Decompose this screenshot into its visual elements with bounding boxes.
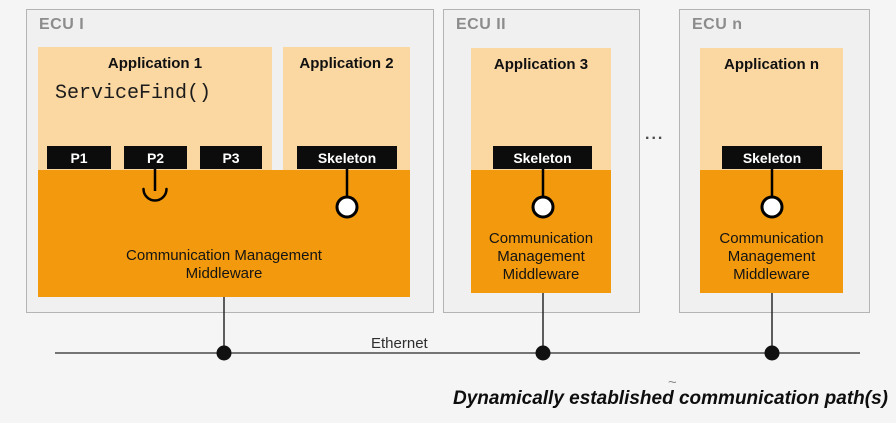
middleware-text-line: Communication Management <box>126 247 322 264</box>
middleware-text-line: Communication <box>488 230 594 247</box>
middleware-box-ecu1: Communication Management Middleware <box>38 170 410 297</box>
application3-title: Application 3 <box>493 56 589 73</box>
port-skeleton-ecu2: Skeleton <box>493 146 592 169</box>
ellipsis-more-ecus: ... <box>645 126 665 143</box>
middleware-text-line: Middleware <box>733 266 810 283</box>
middleware-text-line: Management <box>497 248 585 265</box>
middleware-text-line: Middleware <box>502 266 580 283</box>
middleware-box-ecu2: Communication Management Middleware <box>471 170 611 293</box>
middleware-text-line: Management <box>727 248 816 265</box>
applicationn-title: Application n <box>724 56 819 73</box>
servicefind-code-text: ServiceFind() <box>55 82 212 105</box>
bus-junction-dot <box>535 345 551 361</box>
port-skeleton-ecu1: Skeleton <box>297 146 397 169</box>
bus-junction-dot <box>764 345 780 361</box>
bus-junction-dot <box>216 345 232 361</box>
middleware-text-line: Communication <box>719 230 824 247</box>
stray-tilde-mark: ~ <box>668 374 677 391</box>
port-p1: P1 <box>47 146 111 169</box>
port-p3: P3 <box>200 146 262 169</box>
middleware-box-ecun: Communication Management Middleware <box>700 170 843 293</box>
caption-text: Dynamically established communication pa… <box>453 388 888 409</box>
port-p2: P2 <box>124 146 187 169</box>
port-skeleton-ecun: Skeleton <box>722 146 822 169</box>
ethernet-label: Ethernet <box>371 335 428 352</box>
application1-title: Application 1 <box>107 55 203 72</box>
application2-title: Application 2 <box>299 55 394 72</box>
ecu2-label: ECU II <box>456 16 507 33</box>
ecu1-label: ECU I <box>39 16 85 33</box>
middleware-text-line: Middleware <box>185 265 263 282</box>
ecun-label: ECU n <box>692 16 743 33</box>
